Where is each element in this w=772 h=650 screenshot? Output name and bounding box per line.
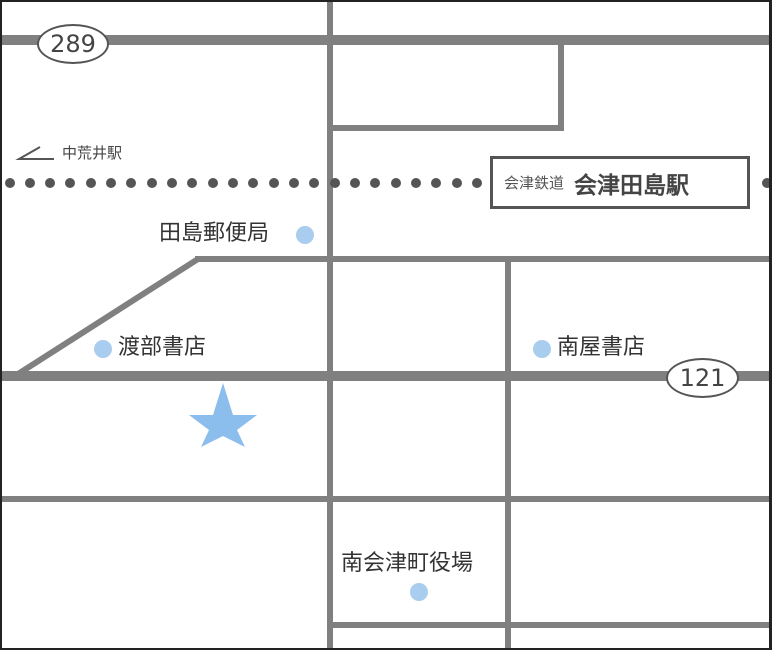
route-289-shield: 289 bbox=[37, 24, 109, 64]
poi-label-minamiya-bookstore[interactable]: 南屋書店 bbox=[557, 335, 646, 360]
poi-dot-town-hall bbox=[410, 583, 428, 601]
poi-label-post-office[interactable]: 田島郵便局 bbox=[159, 221, 270, 246]
poi-dot-minamiya bbox=[533, 340, 551, 358]
station-name: 会津田島駅 bbox=[574, 172, 690, 199]
route-121-label: 121 bbox=[679, 364, 726, 392]
direction-label: 中荒井駅 bbox=[62, 144, 123, 162]
poi-dot-watanabe bbox=[94, 340, 112, 358]
railway-line bbox=[5, 178, 769, 188]
road-upper-block bbox=[330, 40, 564, 131]
route-121-shield: 121 bbox=[666, 358, 739, 398]
poi-dot-post-office bbox=[296, 226, 314, 244]
poi-label-town-hall[interactable]: 南会津町役場 bbox=[341, 551, 474, 576]
railway-line-name: 会津鉄道 bbox=[504, 174, 565, 192]
road-diagonal bbox=[16, 256, 200, 377]
star-icon bbox=[189, 383, 257, 447]
direction-arrow-icon bbox=[15, 146, 54, 160]
route-289-label: 289 bbox=[50, 30, 96, 58]
station-box[interactable]: 会津鉄道 会津田島駅 bbox=[490, 156, 750, 209]
poi-label-watanabe-bookstore[interactable]: 渡部書店 bbox=[118, 335, 207, 360]
